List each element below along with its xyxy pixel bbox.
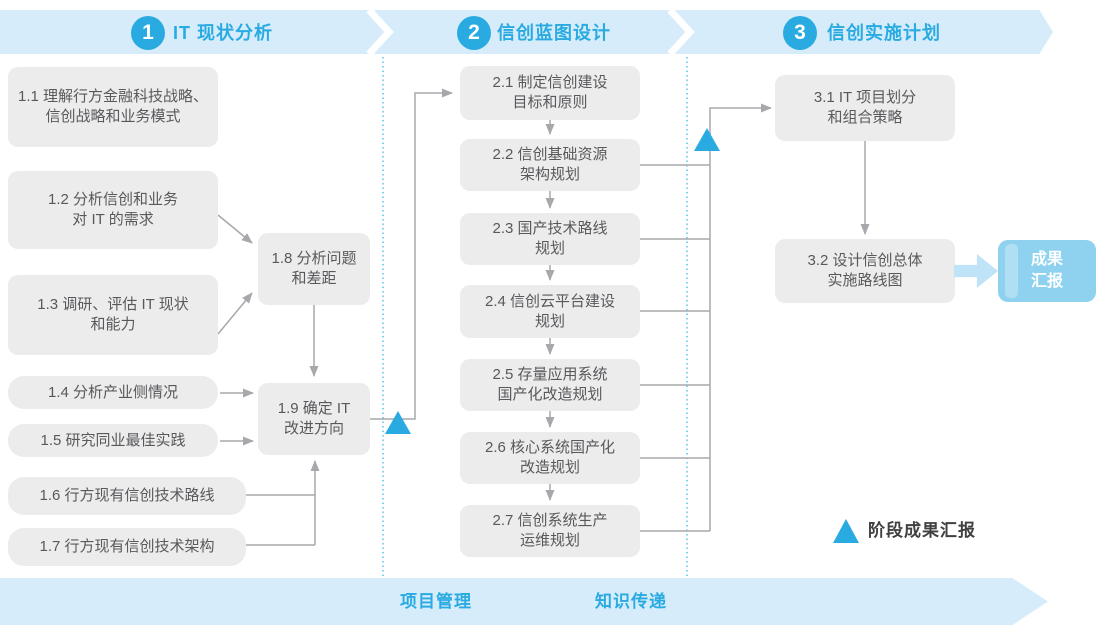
step-label: 规划 xyxy=(534,312,565,330)
step-box-1-5: 1.5 研究同业最佳实践 xyxy=(8,424,218,457)
step-label: 1.8 分析问题 xyxy=(271,250,357,267)
step-box-1-1: 1.1 理解行方金融科技战略、 信创战略和业务模式 xyxy=(8,67,218,147)
step-box-2-7: 2.7 信创系统生产 运维规划 xyxy=(460,505,640,557)
step-label: 和差距 xyxy=(291,270,337,287)
phase-3-number-badge: 3 xyxy=(783,16,817,50)
step-label: 2.6 核心系统国产化 xyxy=(484,439,616,456)
step-label: 改进方向 xyxy=(283,420,344,437)
step-box-1-3: 1.3 调研、评估 IT 现状 和能力 xyxy=(8,275,218,355)
step-label: 和能力 xyxy=(90,316,136,333)
milestone-triangle-icon xyxy=(385,411,411,434)
phase-1-title: IT 现状分析 xyxy=(173,23,273,43)
step-box-1-8: 1.8 分析问题 和差距 xyxy=(258,233,370,305)
footer-label-project-management: 项目管理 xyxy=(400,592,472,611)
footer-label-knowledge-transfer: 知识传递 xyxy=(595,592,667,611)
step-label: 信创战略和业务模式 xyxy=(45,108,181,125)
step-box-2-3: 2.3 国产技术路线 规划 xyxy=(460,213,640,265)
step-label: 1.2 分析信创和业务 xyxy=(47,191,179,208)
milestone-triangle-icon xyxy=(694,128,720,151)
result-box-stripe xyxy=(1005,244,1018,298)
phase-2-title: 信创蓝图设计 xyxy=(497,23,611,43)
step-box-1-2: 1.2 分析信创和业务 对 IT 的需求 xyxy=(8,171,218,249)
step-label: 3.1 IT 项目划分 xyxy=(813,89,917,106)
step-label: 国产化改造规划 xyxy=(497,386,603,403)
arrow-1-2-to-1-8 xyxy=(217,214,253,244)
step-box-2-4: 2.4 信创云平台建设 规划 xyxy=(460,285,640,338)
step-box-3-1: 3.1 IT 项目划分 和组合策略 xyxy=(775,75,955,141)
step-label: 改造规划 xyxy=(519,459,580,476)
step-label: 2.4 信创云平台建设 xyxy=(484,292,616,310)
step-label: 1.5 研究同业最佳实践 xyxy=(40,431,186,449)
result-label: 成果 xyxy=(1030,251,1063,268)
arrow-1-9-to-2-1 xyxy=(370,88,453,420)
phase-header-band xyxy=(0,10,1053,54)
step-label: 2.7 信创系统生产 xyxy=(492,512,608,529)
step-box-2-2: 2.2 信创基础资源 架构规划 xyxy=(460,139,640,191)
step-label: 2.1 制定信创建设 xyxy=(492,74,608,91)
step-label: 和组合策略 xyxy=(827,109,903,126)
step-box-3-2: 3.2 设计信创总体 实施路线图 xyxy=(775,239,955,303)
step-box-2-5: 2.5 存量应用系统 国产化改造规划 xyxy=(460,359,640,411)
step-label: 2.3 国产技术路线 xyxy=(492,220,608,237)
step-label: 3.2 设计信创总体 xyxy=(807,252,923,269)
phase-3-title: 信创实施计划 xyxy=(827,23,941,43)
step-box-2-6: 2.6 核心系统国产化 改造规划 xyxy=(460,432,640,484)
step-label: 1.3 调研、评估 IT 现状 xyxy=(37,296,189,313)
step-label: 1.9 确定 IT xyxy=(277,400,351,417)
step-label: 目标和原则 xyxy=(512,94,588,111)
step-box-1-6: 1.6 行方现有信创技术路线 xyxy=(8,477,246,515)
legend-milestone-triangle-icon xyxy=(833,519,859,543)
step-label: 2.2 信创基础资源 xyxy=(492,146,608,163)
step-label: 1.7 行方现有信创技术架构 xyxy=(39,538,215,555)
phase-2-number-badge: 2 xyxy=(457,16,491,50)
step-box-1-7: 1.7 行方现有信创技术架构 xyxy=(8,528,246,566)
step-label: 1.1 理解行方金融科技战略、 xyxy=(17,88,209,105)
step-box-1-4: 1.4 分析产业侧情况 xyxy=(8,376,218,409)
result-report-box: 成果 汇报 xyxy=(998,240,1096,302)
legend-label: 阶段成果汇报 xyxy=(868,521,976,540)
step-box-2-1: 2.1 制定信创建设 目标和原则 xyxy=(460,66,640,120)
step-label: 架构规划 xyxy=(519,166,580,183)
step-label: 1.4 分析产业侧情况 xyxy=(47,383,179,401)
footer-band xyxy=(0,578,1048,625)
step-label: 实施路线图 xyxy=(827,272,903,289)
phase-1-number-badge: 1 xyxy=(131,16,165,50)
result-arrow-icon xyxy=(954,254,998,288)
step-label: 对 IT 的需求 xyxy=(72,211,154,228)
arrow-bus-to-3-1 xyxy=(709,103,772,531)
step-box-1-9: 1.9 确定 IT 改进方向 xyxy=(258,383,370,455)
result-label: 汇报 xyxy=(1030,273,1063,290)
step-label: 规划 xyxy=(534,240,565,257)
step-label: 运维规划 xyxy=(519,532,580,549)
step-label: 1.6 行方现有信创技术路线 xyxy=(39,487,215,504)
step-label: 2.5 存量应用系统 xyxy=(492,366,608,383)
arrow-1-3-to-1-8 xyxy=(217,292,253,335)
